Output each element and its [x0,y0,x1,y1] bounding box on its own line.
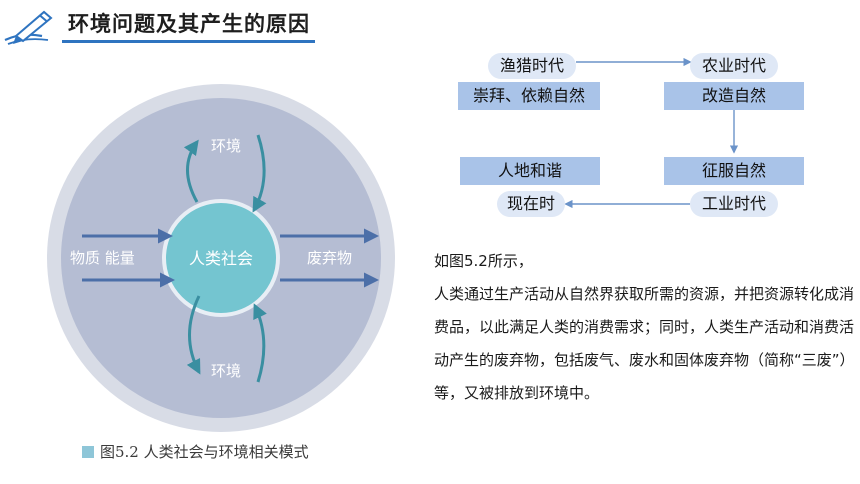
environment-label-top: 环境 [211,137,241,155]
explanation-intro: 如图5.2所示， [434,252,533,270]
explanation-text: 如图5.2所示， 人类通过生产活动从自然界获取所需的资源，并把资源转化成消费品，… [434,245,854,410]
title-underline [62,40,315,43]
attitude-industrial: 征服自然 [664,157,804,185]
caption-marker [82,446,94,458]
figure-caption: 图5.2 人类社会与环境相关模式 [82,441,309,462]
center-label: 人类社会 [189,249,253,268]
input-label: 物质 能量 [70,249,135,267]
environment-label-bottom: 环境 [211,362,241,380]
arrow-env-to-society-bottom [253,303,267,383]
pen-writing-icon [4,10,53,45]
era-fishing: 渔猎时代 [488,53,576,79]
arrow-society-to-env-top [183,139,199,203]
attitude-agricultural: 改造自然 [664,82,804,110]
era-present: 现在时 [497,191,565,217]
arrow-env-to-society-top [252,134,267,213]
slide-header: 环境问题及其产生的原因 [0,0,860,50]
caption-text: 图5.2 人类社会与环境相关模式 [100,443,309,461]
attitude-present: 人地和谐 [460,157,600,185]
center-circle [162,199,280,317]
attitude-fishing: 崇拜、依赖自然 [458,82,600,110]
era-industrial: 工业时代 [690,191,778,217]
output-label: 废弃物 [307,249,352,267]
era-agricultural: 农业时代 [690,53,778,79]
arrow-society-to-env-bottom [186,295,201,375]
page-title: 环境问题及其产生的原因 [68,12,310,36]
explanation-body: 人类通过生产活动从自然界获取所需的资源，并把资源转化成消费品，以此满足人类的消费… [434,285,855,402]
